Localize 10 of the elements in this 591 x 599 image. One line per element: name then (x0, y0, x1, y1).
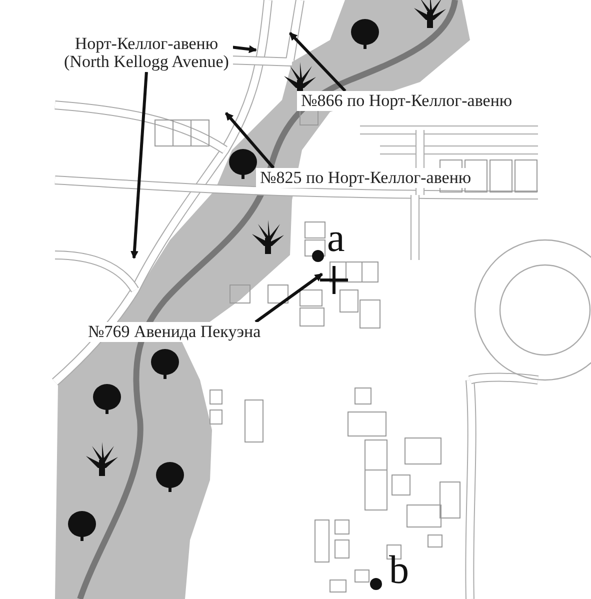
point-letter: a (327, 218, 345, 258)
leader-arrow (254, 272, 323, 324)
point-letter: b (389, 550, 409, 590)
street-name: Норт-Келлог-авеню (74, 35, 220, 53)
leader-arrow (232, 45, 257, 54)
leader-arrow (224, 112, 275, 169)
cross-mark (318, 264, 350, 296)
leader-arrow (130, 72, 148, 259)
street-name: (North Kellogg Avenue) (64, 53, 229, 71)
leader-arrow (288, 32, 346, 92)
